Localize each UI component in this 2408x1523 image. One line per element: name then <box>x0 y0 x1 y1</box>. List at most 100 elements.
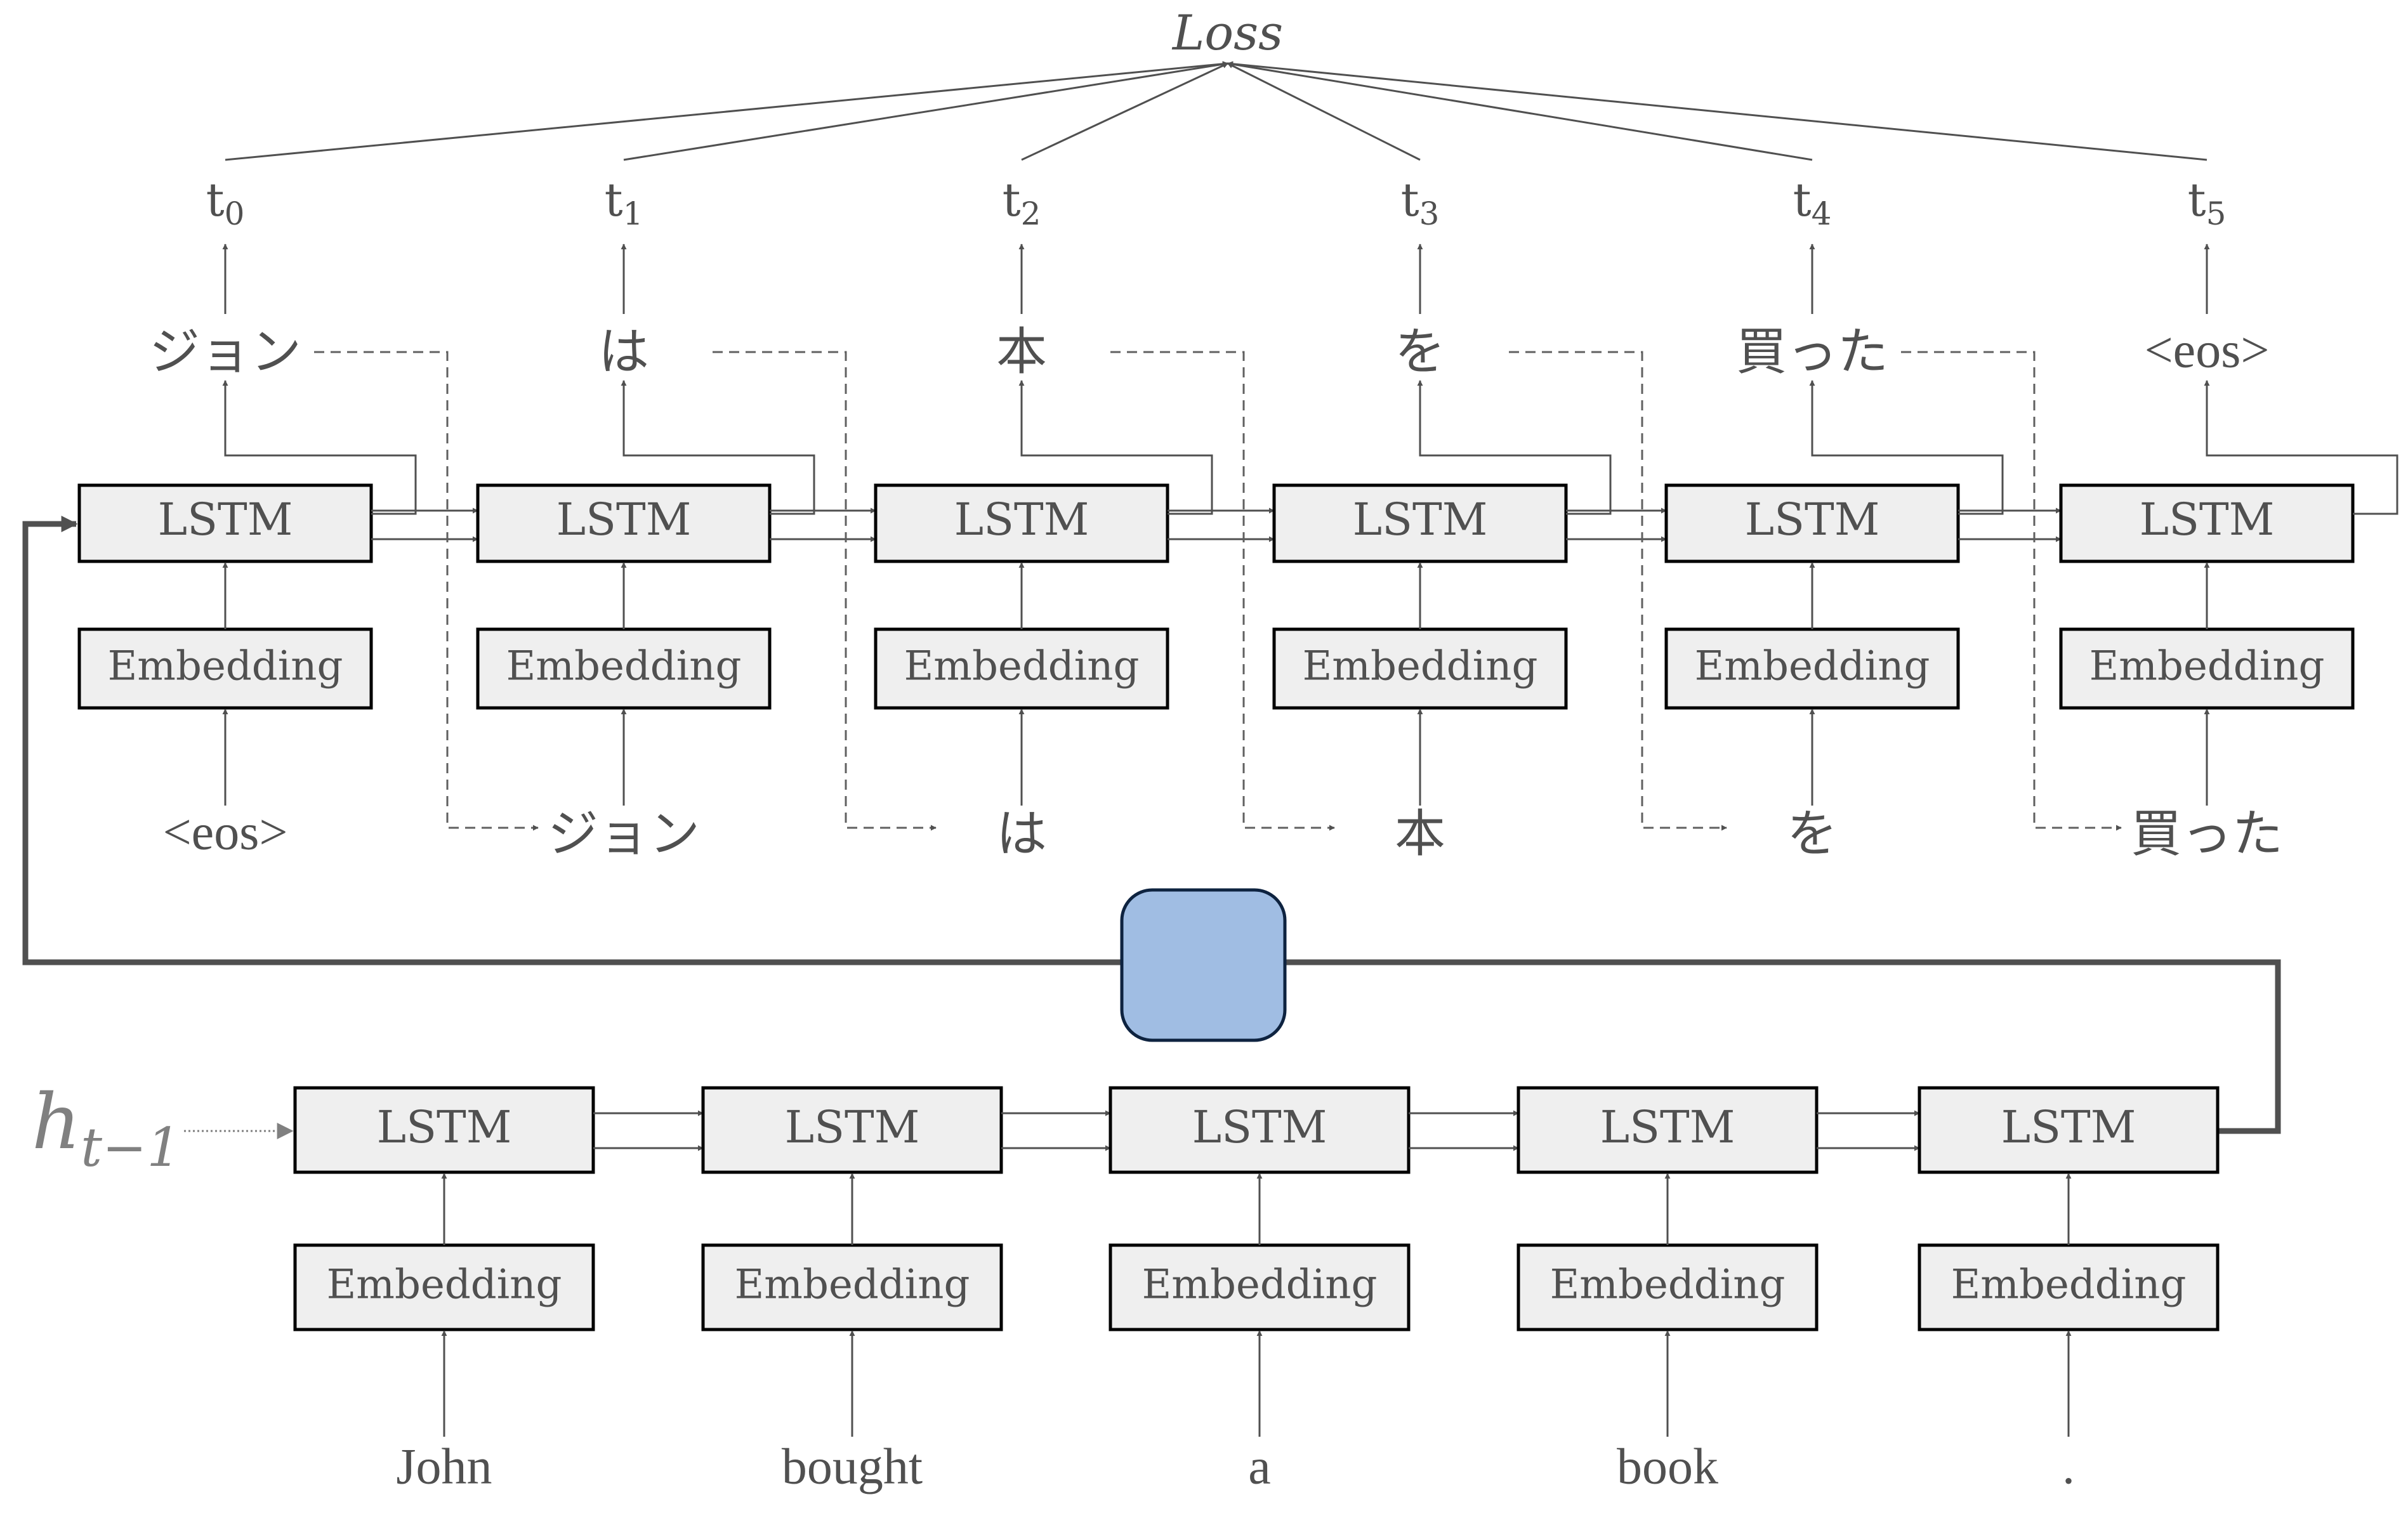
decoder-embedding-box <box>77 627 373 710</box>
encoder-input-word: bought <box>782 1439 923 1494</box>
decoder-embedding-box <box>476 627 772 710</box>
encoder-lstm-label: LSTM <box>1192 1101 1327 1153</box>
teacher-forcing-arrow <box>713 351 937 831</box>
decoder-input-token: 本 <box>1395 804 1445 863</box>
target-sub: 5 <box>2206 195 2227 232</box>
encoder-embedding-label: Embedding <box>1550 1262 1786 1309</box>
encoder-embedding-box <box>1918 1243 2220 1331</box>
decoder-lstm-box <box>874 483 1169 563</box>
target-to-loss-line <box>1021 62 1228 161</box>
encoder-lstm-box <box>701 1086 1003 1174</box>
encoder-embedding-label: Embedding <box>1951 1262 2187 1309</box>
target-to-loss-line <box>623 61 1228 161</box>
encoder-lstm-label: LSTM <box>2001 1101 2136 1153</box>
decoder-embedding-label: Embedding <box>506 643 742 690</box>
target-to-loss-line <box>1227 62 1421 161</box>
decoder-input-token: ジョン <box>548 804 700 863</box>
decoder-output-arrow <box>1417 380 1612 515</box>
encoder-input-word: John <box>396 1439 492 1494</box>
target-sub: 4 <box>1812 195 1832 232</box>
target-label: t4 <box>1793 173 1832 232</box>
decoder-embedding-box <box>1664 627 1960 710</box>
target-to-loss-line <box>1227 61 1813 161</box>
encoder-input-word: . <box>2062 1439 2075 1494</box>
encoder-embedding-label: Embedding <box>327 1262 562 1309</box>
encoder-embedding-box <box>1109 1243 1411 1331</box>
decoder-lstm-label: LSTM <box>1353 494 1488 546</box>
decoder-input-token: を <box>1787 804 1838 863</box>
decoder-embedding-label: Embedding <box>904 643 1140 690</box>
encoder-lstm-box <box>1517 1086 1819 1174</box>
target-base: t <box>2188 173 2206 226</box>
decoder-embedding-label: Embedding <box>108 643 343 690</box>
target-label: t0 <box>206 173 245 232</box>
hidden-state-sub: t−1 <box>81 1116 181 1179</box>
decoder-embedding-box <box>2059 627 2355 710</box>
target-base: t <box>605 173 623 226</box>
hidden-state-base: h <box>32 1078 81 1167</box>
teacher-forcing-arrow <box>1110 351 1335 831</box>
encoder-lstm-label: LSTM <box>377 1101 512 1153</box>
encoder-lstm-box <box>1918 1086 2220 1174</box>
decoder-output-token: ジョン <box>149 322 301 381</box>
target-label: t2 <box>1003 173 1041 232</box>
decoder-embedding-label: Embedding <box>2089 643 2325 690</box>
decoder-lstm-box <box>2059 483 2355 563</box>
encoder-input-word: a <box>1248 1439 1271 1494</box>
encoder-lstm-box <box>1109 1086 1411 1174</box>
target-base: t <box>206 173 225 226</box>
hidden-state-label: ht−1 <box>32 1078 181 1179</box>
decoder-input-token: は <box>996 804 1047 863</box>
target-label: t1 <box>605 173 643 232</box>
teacher-forcing-arrow <box>1901 351 2122 831</box>
decoder-embedding-label: Embedding <box>1303 643 1538 690</box>
decoder-lstm-label: LSTM <box>1745 494 1880 546</box>
decoder-output-arrow <box>1809 380 2004 515</box>
target-label: t5 <box>2188 173 2227 232</box>
target-base: t <box>1793 173 1812 226</box>
decoder: LSTMEmbedding<eos>ジョンt0LSTMEmbeddingジョンは… <box>77 173 2398 863</box>
decoder-input-token: 買った <box>2131 804 2283 863</box>
target-to-loss-line <box>225 61 1228 161</box>
decoder-lstm-box <box>1664 483 1960 563</box>
decoder-lstm-label: LSTM <box>2140 494 2275 546</box>
decoder-input-token: <eos> <box>163 804 288 860</box>
target-label: t3 <box>1401 173 1440 232</box>
target-sub: 3 <box>1419 195 1440 232</box>
decoder-output-token: 買った <box>1736 322 1888 381</box>
decoder-lstm-box <box>77 483 373 563</box>
encoder-embedding-label: Embedding <box>735 1262 970 1309</box>
decoder-lstm-label: LSTM <box>954 494 1089 546</box>
loss-connections <box>225 61 2207 161</box>
encoder-lstm-label: LSTM <box>785 1101 920 1153</box>
context-vector-block <box>1120 888 1287 1042</box>
teacher-forcing-arrow <box>1509 351 1727 831</box>
encoder-input-word: book <box>1617 1439 1718 1494</box>
encoder-lstm-label: LSTM <box>1600 1101 1735 1153</box>
decoder-output-token: <eos> <box>2145 322 2270 378</box>
target-sub: 2 <box>1021 195 1041 232</box>
target-sub: 0 <box>225 195 245 232</box>
decoder-output-token: を <box>1395 322 1445 381</box>
context-connection <box>1285 959 2281 1134</box>
loss-label: Loss <box>1171 4 1283 61</box>
encoder-embedding-box <box>1517 1243 1819 1331</box>
teacher-forcing-arrow <box>314 351 539 831</box>
encoder-lstm-box <box>293 1086 595 1174</box>
decoder-output-arrow <box>2204 380 2398 515</box>
context-connection-left <box>22 516 1122 965</box>
target-base: t <box>1003 173 1021 226</box>
decoder-embedding-box <box>874 627 1169 710</box>
encoder-embedding-label: Embedding <box>1142 1262 1378 1309</box>
decoder-lstm-box <box>1272 483 1568 563</box>
target-to-loss-line <box>1227 61 2207 161</box>
decoder-embedding-box <box>1272 627 1568 710</box>
decoder-embedding-label: Embedding <box>1695 643 1930 690</box>
decoder-output-arrow <box>621 380 815 515</box>
target-sub: 1 <box>623 195 643 232</box>
decoder-lstm-box <box>476 483 772 563</box>
decoder-lstm-label: LSTM <box>158 494 293 546</box>
decoder-output-arrow <box>222 380 417 515</box>
